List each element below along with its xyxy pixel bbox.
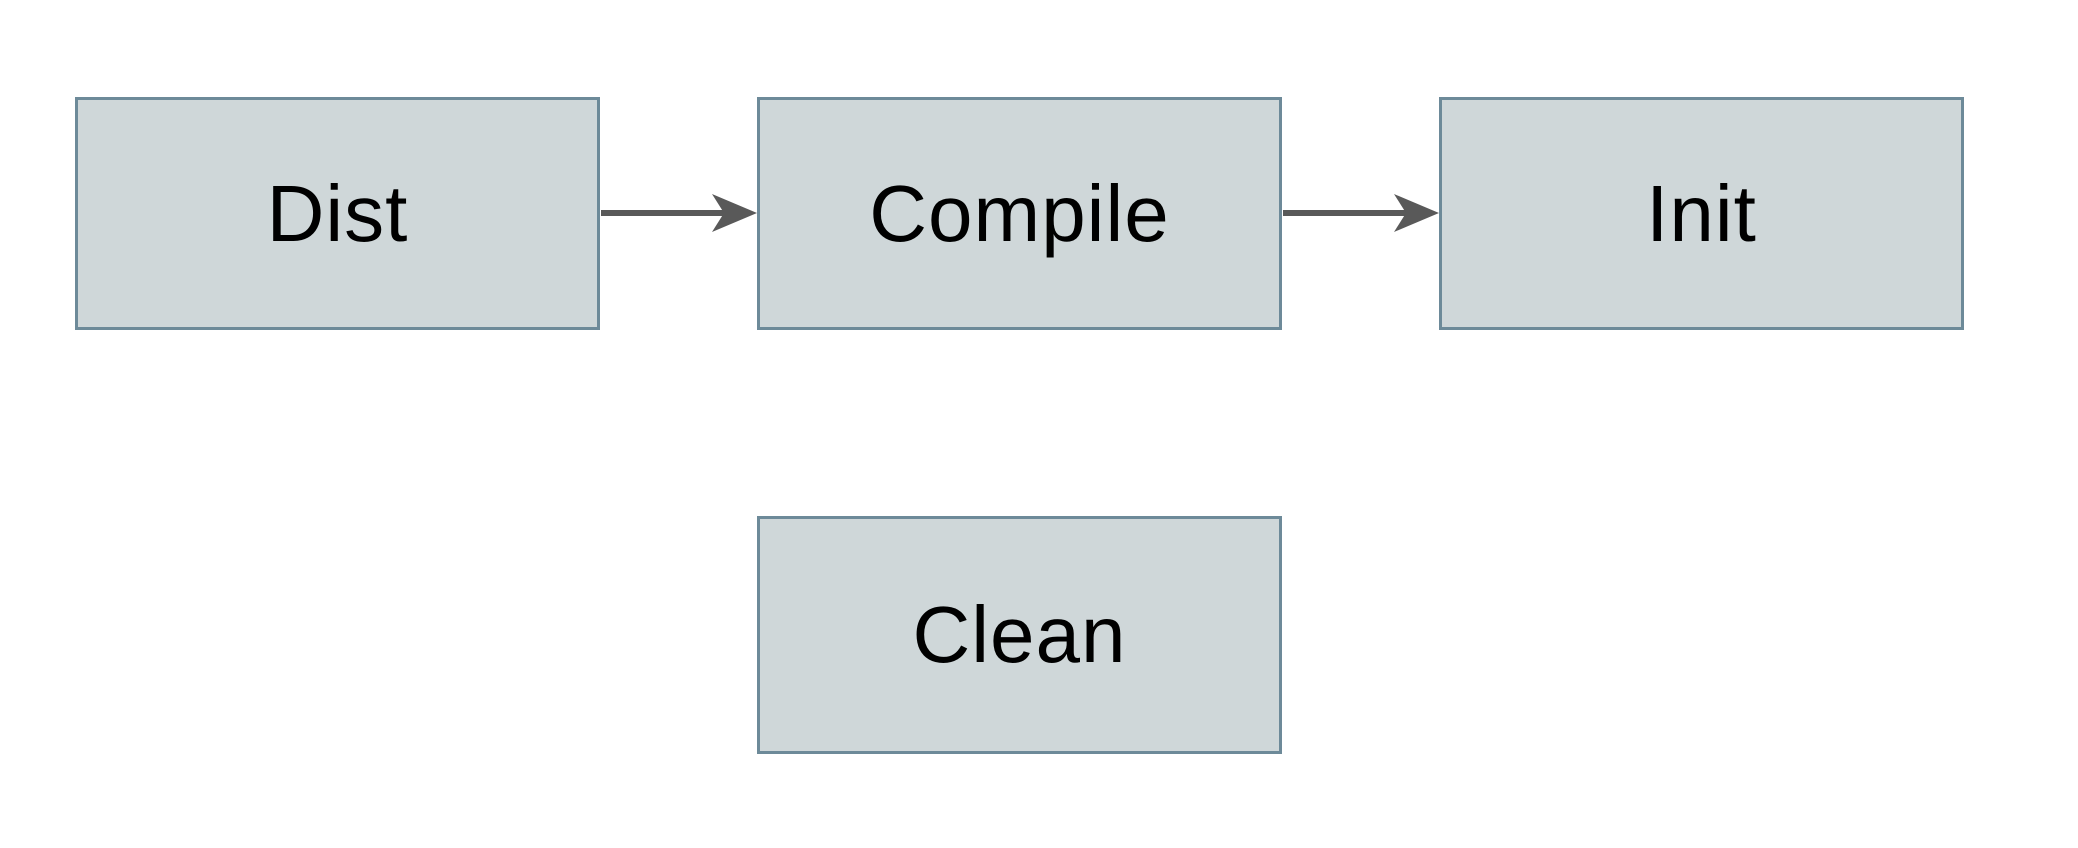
node-init: Init (1439, 97, 1964, 330)
node-clean-label: Clean (912, 590, 1127, 679)
node-compile-label: Compile (869, 168, 1170, 258)
arrow-compile-to-init-icon (1283, 194, 1439, 232)
node-dist-label: Dist (266, 168, 409, 258)
node-dist: Dist (75, 97, 600, 330)
node-init-label: Init (1646, 168, 1757, 258)
node-clean: Clean (757, 516, 1282, 754)
arrow-dist-to-compile-icon (601, 194, 757, 232)
node-compile: Compile (757, 97, 1282, 330)
